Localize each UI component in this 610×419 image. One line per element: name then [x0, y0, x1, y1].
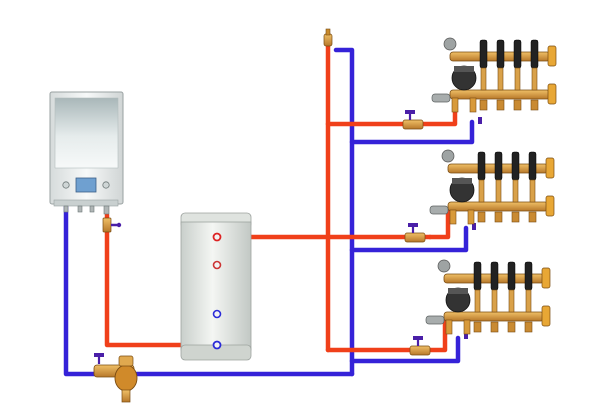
loop-actuator: [513, 39, 522, 69]
thermometer-gauge: [437, 259, 451, 273]
manifold-2-isolation-valve: [404, 223, 426, 243]
boiler-flow-valve: [102, 217, 122, 233]
manifold-end-vent: [545, 157, 555, 179]
mixing-valve-head: [431, 93, 451, 103]
boiler-display: [75, 177, 97, 193]
manifold-3-return-pipe: [349, 335, 461, 364]
manifold-lower-bar: [443, 311, 545, 322]
manifold-2-return-handle: [472, 223, 476, 230]
manifold-1-isolation-valve: [402, 110, 424, 130]
thermometer-gauge: [443, 37, 457, 51]
manifold-2-flow-pipe: [427, 207, 451, 240]
manifold-lower-bar: [449, 89, 551, 100]
air-vent: [323, 28, 333, 47]
supply-pipes: [104, 41, 458, 353]
loop-actuator: [473, 261, 482, 291]
loop-actuator: [479, 39, 488, 69]
loop-actuator: [530, 39, 539, 69]
manifold-3-return-handle: [464, 332, 468, 339]
return-pipes: [63, 47, 475, 377]
manifold-2: [429, 149, 555, 225]
loop-actuator: [511, 151, 520, 181]
boiler: [49, 91, 124, 233]
loop-actuator: [477, 151, 486, 181]
mixing-valve-head: [425, 315, 445, 325]
loop-actuator: [490, 261, 499, 291]
magnetic-filter: [93, 353, 138, 403]
mixing-valve-head: [429, 205, 449, 215]
manifold-2-return-pipe: [349, 225, 469, 253]
manifold-3-isolation-valve: [409, 336, 431, 356]
loop-actuator: [524, 261, 533, 291]
boiler-knob-right: [102, 181, 110, 189]
manifolds: [425, 37, 557, 335]
manifold-lower-bar: [447, 201, 549, 212]
tank-coil-flow-port: [212, 232, 222, 242]
thermometer-gauge: [441, 149, 455, 163]
manifold-1: [431, 37, 557, 113]
boiler-flow-pipe: [104, 212, 220, 348]
tank-hot-outlet-port: [212, 260, 222, 270]
hot-water-tank: [180, 212, 252, 361]
loop-actuator: [496, 39, 505, 69]
manifold-3-flow-pipe: [325, 319, 448, 353]
boiler-return-pipe: [63, 202, 355, 377]
manifold-1-return-pipe: [349, 119, 475, 145]
manifold-3: [425, 259, 551, 335]
tank-coil-return-port: [212, 340, 222, 350]
manifold-end-vent: [547, 45, 557, 67]
tank-cold-inlet-port: [212, 309, 222, 319]
loop-actuator: [507, 261, 516, 291]
loop-actuator: [494, 151, 503, 181]
manifold-1-return-handle: [478, 117, 482, 124]
loop-actuator: [528, 151, 537, 181]
return-riser-pipe: [333, 47, 355, 377]
boiler-knob-left: [62, 181, 70, 189]
manifold-end-vent: [541, 267, 551, 289]
